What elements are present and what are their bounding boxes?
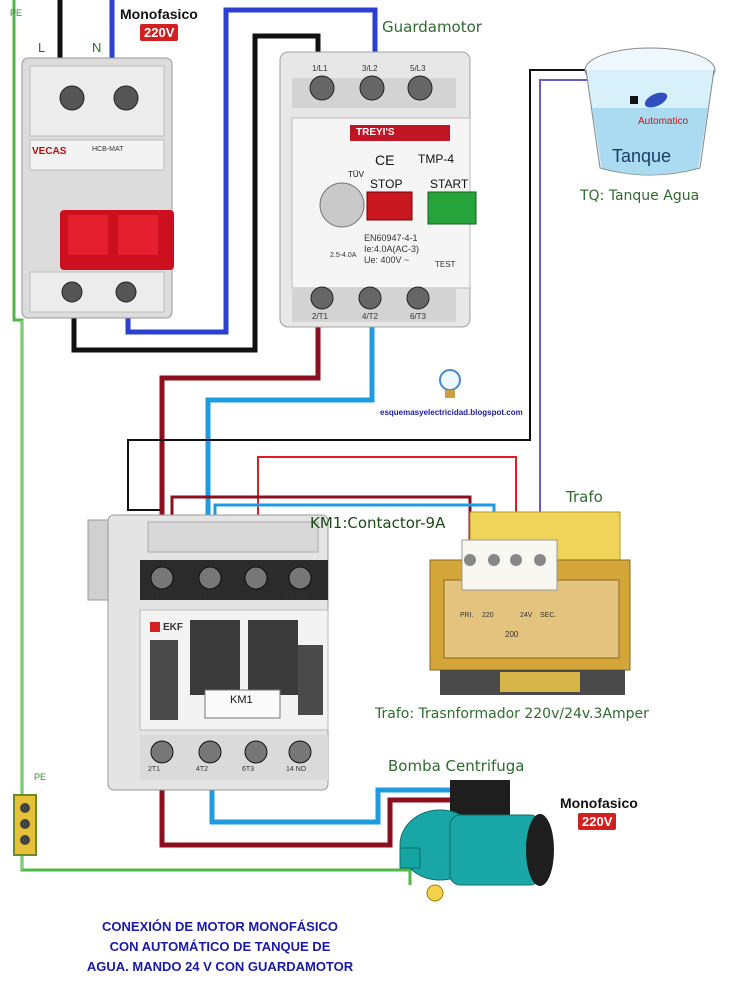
caption-line-1: CONEXIÓN DE MOTOR MONOFÁSICO [102, 919, 338, 934]
terminal-n-label: N [92, 40, 102, 55]
wire-red-trafo [257, 456, 517, 555]
circuit-breaker [21, 57, 174, 319]
contactor-brand: EKF [163, 622, 183, 633]
pe-terminal-block [13, 794, 37, 856]
km1-bottom-terminal-4: 14 NO [286, 766, 307, 773]
km1-bottom-terminal-2: 4T2 [196, 766, 209, 773]
wire-km1-blue-to-pump [209, 770, 460, 825]
gm-bottom-terminal-1: 2/T1 [312, 312, 329, 321]
gm-stop-label: STOP [370, 177, 403, 191]
trafo-caption: Trafo: Trasnformador 220v/24v.3Amper [375, 706, 649, 722]
wire-km1-maroon-to-pump [159, 770, 460, 848]
km1-bottom-terminal-1: 2T1 [148, 766, 161, 773]
blog-url: esquemasyelectricidad.blogspot.com [380, 408, 523, 417]
gm-top-terminal-3: 5/L3 [410, 64, 426, 73]
water-tank [584, 47, 716, 176]
pump-voltage-badge: 220V [578, 813, 617, 830]
km1-top-terminal-1: 1L1 [148, 594, 160, 601]
gm-test: TEST [435, 260, 456, 269]
contactor-body [87, 514, 329, 791]
wire-tank-purple [539, 79, 590, 555]
transformer-body [429, 511, 631, 695]
gm-bottom-terminal-2: 4/T2 [362, 312, 379, 321]
light-bulb-icon [439, 369, 461, 398]
breaker-title: Monofasico [120, 6, 198, 22]
wire-t1-to-km1 [159, 310, 321, 555]
tank-caption: TQ: Tanque Agua [580, 188, 700, 204]
guardamotor-title: Guardamotor [382, 18, 482, 36]
gm-standard: EN60947-4-1 [364, 233, 418, 243]
trafo-220: 220 [482, 612, 494, 619]
gm-top-terminal-2: 3/L2 [362, 64, 378, 73]
caption-line-3: AGUA. MANDO 24 V CON GUARDAMOTOR [86, 959, 354, 974]
terminal-l-label: L [38, 40, 46, 55]
trafo-sec: SEC. [540, 612, 557, 619]
km1-top-terminal-4: 13 NO [286, 594, 307, 601]
contactor-label: KM1 [230, 694, 253, 706]
trafo-24v: 24V [520, 612, 533, 619]
km1-bottom-terminal-3: 6T3 [242, 766, 255, 773]
gm-bottom-terminal-3: 6/T3 [410, 312, 427, 321]
gm-range: 2.5-4.0A [330, 252, 357, 259]
breaker-brand: VECAS [32, 146, 67, 157]
pump-mono-title: Monofasico [560, 795, 638, 811]
pump-title: Bomba Centrifuga [388, 757, 525, 775]
breaker-model: HCB-MAT [92, 146, 124, 153]
pe-label-top: PE [10, 8, 23, 18]
tank-switch-label: Automatico [638, 116, 689, 127]
contactor-title: KM1:Contactor-9A [310, 514, 446, 532]
gm-start-label: START [430, 177, 469, 191]
gm-model: TMP-4 [418, 152, 454, 166]
km1-top-terminal-3: 5L3 [242, 594, 254, 601]
gm-ce: CE [375, 152, 395, 168]
trafo-pri: PRI. [460, 612, 474, 619]
gm-brand: TREYI'S [356, 127, 395, 138]
wire-n-to-guardamotor [125, 7, 378, 335]
wire-l-to-guardamotor [71, 33, 321, 353]
guardamotor-body [279, 51, 477, 328]
centrifugal-pump [399, 780, 554, 902]
breaker-voltage-badge: 220V [140, 24, 179, 41]
diagram-caption: CONEXIÓN DE MOTOR MONOFÁSICO CON AUTOMÁT… [50, 917, 390, 977]
caption-line-2: CON AUTOMÁTICO DE TANQUE DE [109, 939, 331, 954]
pe-label-bottom: PE [34, 772, 47, 782]
km1-top-terminal-2: 3L2 [196, 594, 208, 601]
gm-top-terminal-1: 1/L1 [312, 64, 328, 73]
gm-ue: Ue: 400V ~ [364, 255, 410, 265]
tank-label: Tanque [612, 146, 672, 166]
wire-t2-to-km1 [205, 310, 375, 555]
wire-tank-black [127, 69, 585, 511]
trafo-title: Trafo [566, 488, 603, 506]
trafo-value: 200 [505, 630, 519, 639]
gm-ie: Ie:4.0A(AC-3) [364, 244, 420, 254]
gm-tuv: TÜV [348, 170, 364, 179]
